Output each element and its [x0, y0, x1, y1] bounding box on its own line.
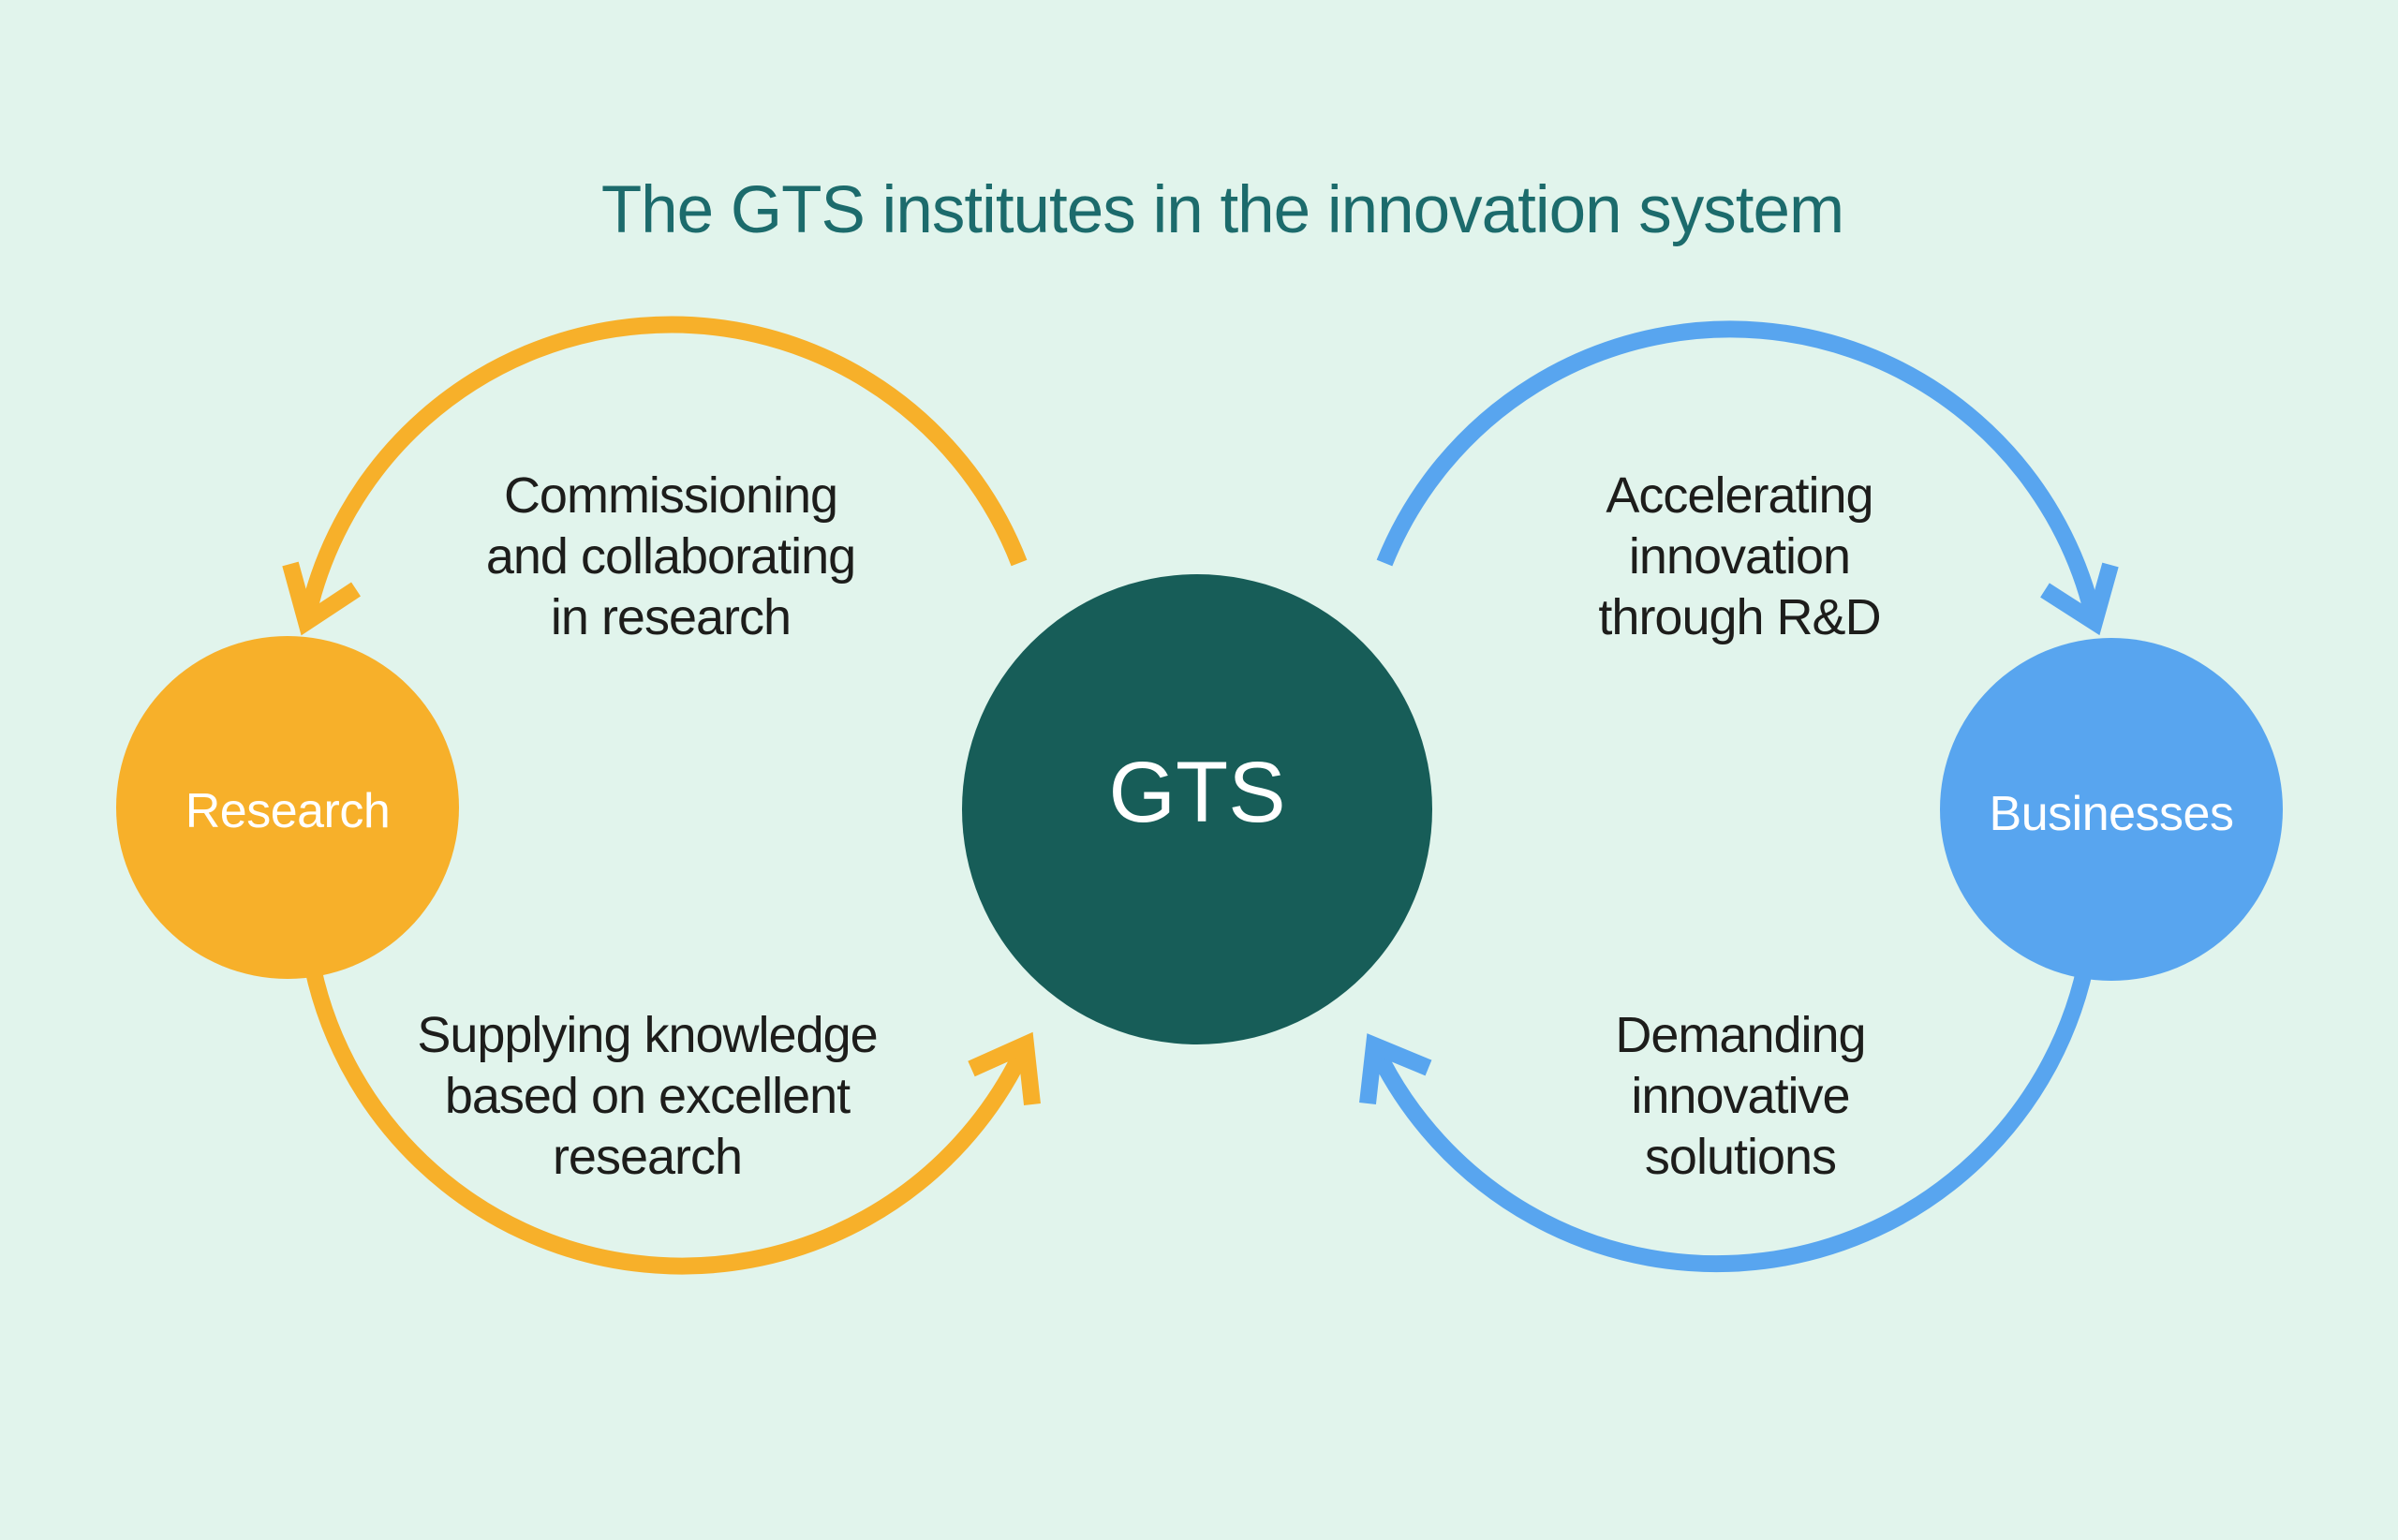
flow-label-line: through R&D: [1598, 589, 1880, 645]
flow-label-line: based on excellent: [445, 1068, 851, 1124]
node-businesses: Businesses: [1940, 638, 2283, 981]
flow-label-line: Accelerating: [1606, 467, 1873, 524]
flow-label-commissioning: Commissioning and collaborating in resea…: [486, 467, 856, 645]
flow-label-line: solutions: [1645, 1129, 1836, 1185]
arrow-gts-to-research: [298, 316, 1028, 624]
flow-label-line: Demanding: [1615, 1007, 1865, 1063]
flow-label-line: Commissioning: [504, 467, 837, 524]
node-research: Research: [116, 636, 459, 979]
node-research-circle: [116, 636, 459, 979]
node-businesses-circle: [1940, 638, 2283, 981]
flow-label-accelerating: Accelerating innovation through R&D: [1598, 467, 1881, 645]
flow-label-line: Supplying knowledge: [417, 1007, 877, 1063]
arrowhead-businesses-to-gts-icon: [1359, 1033, 1432, 1105]
flow-label-line: and collaborating: [486, 528, 855, 585]
arrow-gts-to-businesses: [1376, 320, 2103, 624]
node-gts-label: GTS: [1108, 745, 1285, 840]
node-gts-circle: [962, 574, 1432, 1044]
node-gts: GTS: [962, 574, 1432, 1044]
flow-label-demanding: Demanding innovative solutions: [1615, 1007, 1866, 1185]
flow-label-line: research: [553, 1129, 742, 1185]
arrowhead-gts-to-businesses-icon: [2040, 562, 2119, 636]
arrow-research-to-gts: [302, 952, 1034, 1275]
arrow-businesses-to-gts: [1366, 952, 2096, 1273]
page-title: The GTS institutes in the innovation sys…: [601, 173, 1843, 247]
arrowhead-research-to-gts-icon: [968, 1031, 1041, 1105]
arrowhead-gts-to-research-icon: [282, 561, 361, 636]
node-businesses-label: Businesses: [1990, 787, 2234, 841]
flow-label-line: in research: [551, 589, 791, 645]
flow-label-line: innovation: [1629, 528, 1850, 585]
flow-label-line: innovative: [1631, 1068, 1849, 1124]
node-research-label: Research: [185, 784, 391, 838]
flow-label-supplying: Supplying knowledge based on excellent r…: [417, 1007, 878, 1185]
